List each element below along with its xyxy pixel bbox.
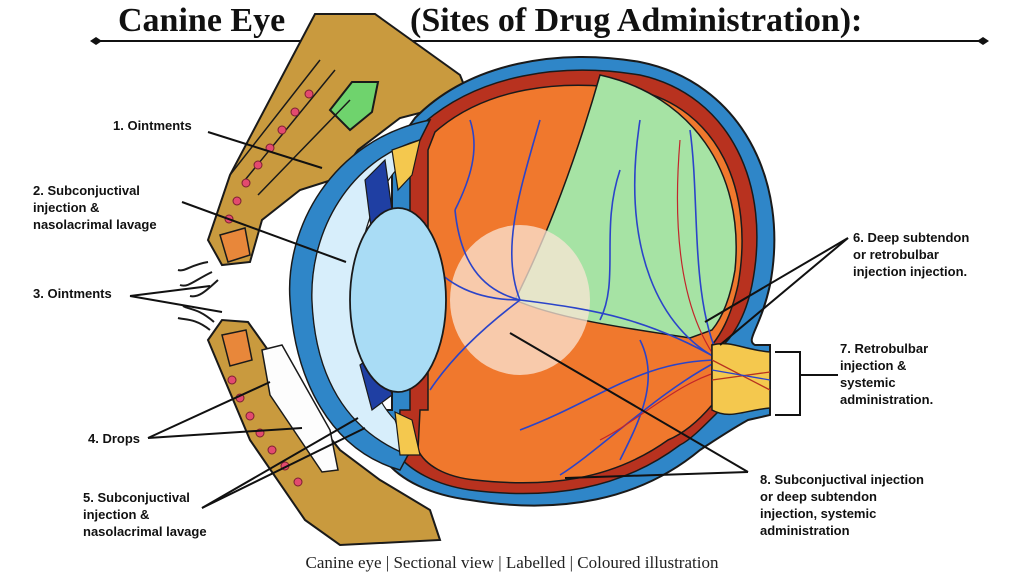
upper-gland (328, 81, 380, 132)
lens (349, 207, 447, 393)
blood-vessels (419, 119, 721, 476)
leader-lines (129, 131, 849, 509)
label-4: 4. Drops (88, 431, 141, 446)
label-7: 7. Retrobulbar injection & systemic admi… (840, 341, 934, 407)
lower-eyelashes (177, 305, 215, 331)
label-2: 2. Subconjuctival injection & nasolacrim… (33, 183, 157, 232)
upper-eyelashes (177, 261, 219, 298)
bracket-7 (775, 351, 838, 416)
upper-eyelid (177, 13, 472, 298)
label-6: 6. Deep subtendon or retrobulbar injecti… (853, 230, 970, 279)
label-5: 5. Subconjuctival injection & nasolacrim… (83, 490, 207, 539)
label-1: 1. Ointments (113, 118, 192, 133)
optic-nerve (711, 342, 771, 416)
title-underline (90, 37, 989, 45)
label-3: 3. Ointments (33, 286, 112, 301)
title-left: Canine Eye (118, 2, 286, 39)
label-8: 8. Subconjuctival injection or deep subt… (760, 472, 924, 538)
title-right: (Sites of Drug Administration): (410, 2, 863, 39)
caption: Canine eye | Sectional view | Labelled |… (305, 553, 719, 572)
